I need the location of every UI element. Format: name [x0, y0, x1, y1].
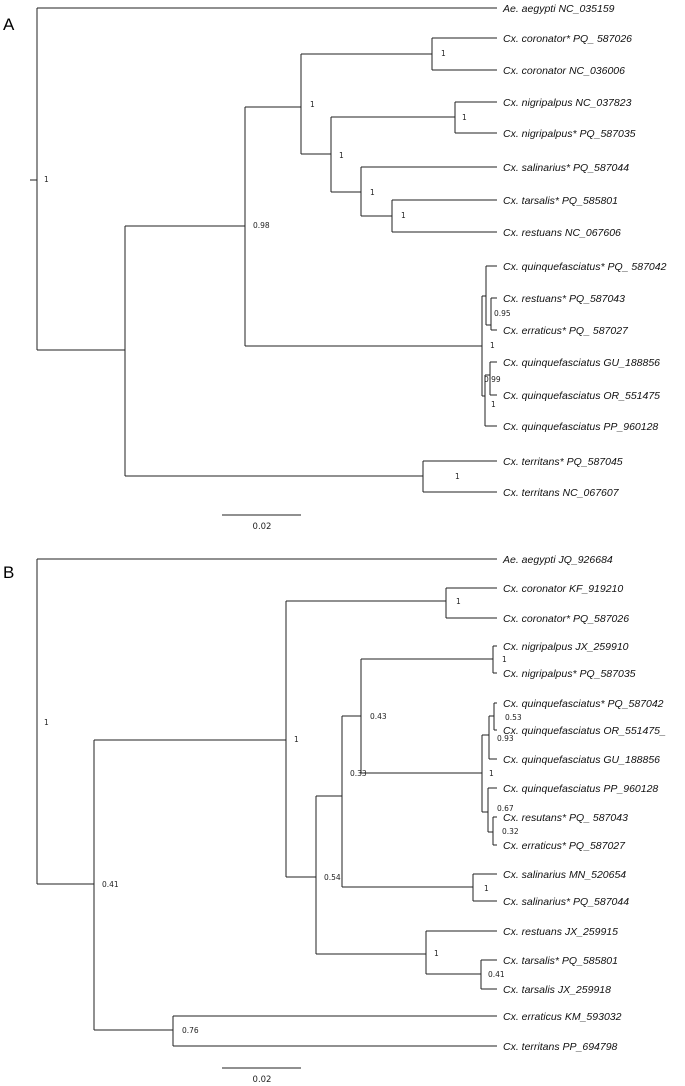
- support-value: 0.67: [497, 804, 514, 813]
- taxon-label: Cx. coronator KF_919210: [503, 583, 623, 595]
- tree-a-branches: [30, 7, 497, 493]
- taxon-label: Cx. coronator* PQ_ 587026: [503, 33, 632, 45]
- taxon-label: Cx. tarsalis JX_259918: [503, 984, 611, 996]
- support-value: 1: [462, 113, 467, 122]
- support-value: 1: [339, 151, 344, 160]
- taxon-label: Cx. coronator* PQ_587026: [503, 613, 629, 625]
- support-value: 0.43: [370, 712, 387, 721]
- support-value: 1: [294, 735, 299, 744]
- tree-b-branches: [36, 558, 497, 1047]
- support-value: 1: [455, 472, 460, 481]
- tree-a-taxa: Ae. aegypti NC_035159 Cx. coronator* PQ_…: [502, 3, 667, 499]
- taxon-label: Cx. tarsalis* PQ_585801: [503, 955, 618, 967]
- taxon-label: Cx. erraticus* PQ_ 587027: [503, 325, 629, 337]
- support-value: 0.93: [497, 734, 514, 743]
- support-value: 1: [456, 597, 461, 606]
- support-value: 0.76: [182, 1026, 199, 1035]
- support-value: 0.98: [253, 221, 270, 230]
- support-value: 1: [441, 49, 446, 58]
- support-value: 0.33: [350, 769, 367, 778]
- taxon-label: Cx. quinquefasciatus PP_960128: [503, 783, 658, 795]
- taxon-label: Cx. territans* PQ_587045: [503, 456, 623, 468]
- taxon-label: Cx. nigripalpus NC_037823: [503, 97, 632, 109]
- taxon-label: Ae. aegypti NC_035159: [502, 3, 615, 15]
- taxon-label: Cx. quinquefasciatus* PQ_ 587042: [503, 261, 667, 273]
- scale-bar-b: 0.02: [222, 1067, 301, 1085]
- support-value: 0.41: [102, 880, 119, 889]
- tree-a-supports: 1 1 1 1 1 1 1 0.98 0.95 1 0.99 1 1: [44, 49, 511, 481]
- support-value: 0.54: [324, 873, 341, 882]
- support-value: 1: [502, 655, 507, 664]
- support-value: 1: [489, 769, 494, 778]
- taxon-label: Cx. restuans JX_259915: [503, 926, 618, 938]
- taxon-label: Cx. salinarius MN_520654: [503, 869, 626, 881]
- panel-b: B: [3, 554, 666, 1085]
- taxon-label: Cx. nigripalpus JX_259910: [503, 641, 629, 653]
- taxon-label: Cx. erraticus KM_593032: [503, 1011, 622, 1023]
- taxon-label: Cx. nigripalpus* PQ_587035: [503, 668, 636, 680]
- panel-label-b: B: [3, 563, 14, 582]
- support-value: 1: [44, 718, 49, 727]
- taxon-label: Cx. territans NC_067607: [503, 487, 620, 499]
- panel-label-a: A: [3, 15, 15, 34]
- taxon-label: Cx. quinquefasciatus PP_960128: [503, 421, 658, 433]
- support-value: 1: [434, 949, 439, 958]
- tree-b-taxa: Ae. aegypti JQ_926684 Cx. coronator KF_9…: [502, 554, 666, 1053]
- taxon-label: Cx. quinquefasciatus GU_188856: [503, 754, 660, 766]
- scale-bar-a: 0.02: [222, 514, 301, 532]
- panel-a: A: [3, 3, 667, 532]
- taxon-label: Cx. territans PP_694798: [503, 1041, 618, 1053]
- scale-bar-label: 0.02: [253, 1075, 272, 1085]
- taxon-label: Cx. quinquefasciatus OR_551475: [503, 390, 660, 402]
- support-value: 0.99: [484, 375, 501, 384]
- scale-bar-label: 0.02: [253, 522, 272, 532]
- taxon-label: Cx. resutans* PQ_ 587043: [503, 812, 628, 824]
- support-value: 0.41: [488, 970, 505, 979]
- taxon-label: Cx. salinarius* PQ_587044: [503, 896, 629, 908]
- taxon-label: Cx. tarsalis* PQ_585801: [503, 195, 618, 207]
- support-value: 1: [44, 175, 49, 184]
- tree-b-supports: 1 1 1 0.43 0.53 0.93 1 0.67 0.32 0.33 1 …: [44, 597, 522, 1035]
- support-value: 0.53: [505, 713, 522, 722]
- support-value: 1: [401, 211, 406, 220]
- taxon-label: Cx. nigripalpus* PQ_587035: [503, 128, 636, 140]
- taxon-label: Cx. salinarius* PQ_587044: [503, 162, 629, 174]
- support-value: 1: [491, 400, 496, 409]
- taxon-label: Cx. coronator NC_036006: [503, 65, 625, 77]
- support-value: 1: [310, 100, 315, 109]
- taxon-label: Cx. quinquefasciatus OR_551475_: [503, 725, 666, 737]
- taxon-label: Cx. restuans* PQ_587043: [503, 293, 625, 305]
- taxon-label: Cx. restuans NC_067606: [503, 227, 621, 239]
- taxon-label: Ae. aegypti JQ_926684: [502, 554, 613, 566]
- support-value: 1: [490, 341, 495, 350]
- support-value: 1: [370, 188, 375, 197]
- support-value: 0.95: [494, 309, 511, 318]
- taxon-label: Cx. erraticus* PQ_587027: [503, 840, 626, 852]
- support-value: 1: [484, 884, 489, 893]
- taxon-label: Cx. quinquefasciatus GU_188856: [503, 357, 660, 369]
- taxon-label: Cx. quinquefasciatus* PQ_587042: [503, 698, 664, 710]
- support-value: 0.32: [502, 827, 519, 836]
